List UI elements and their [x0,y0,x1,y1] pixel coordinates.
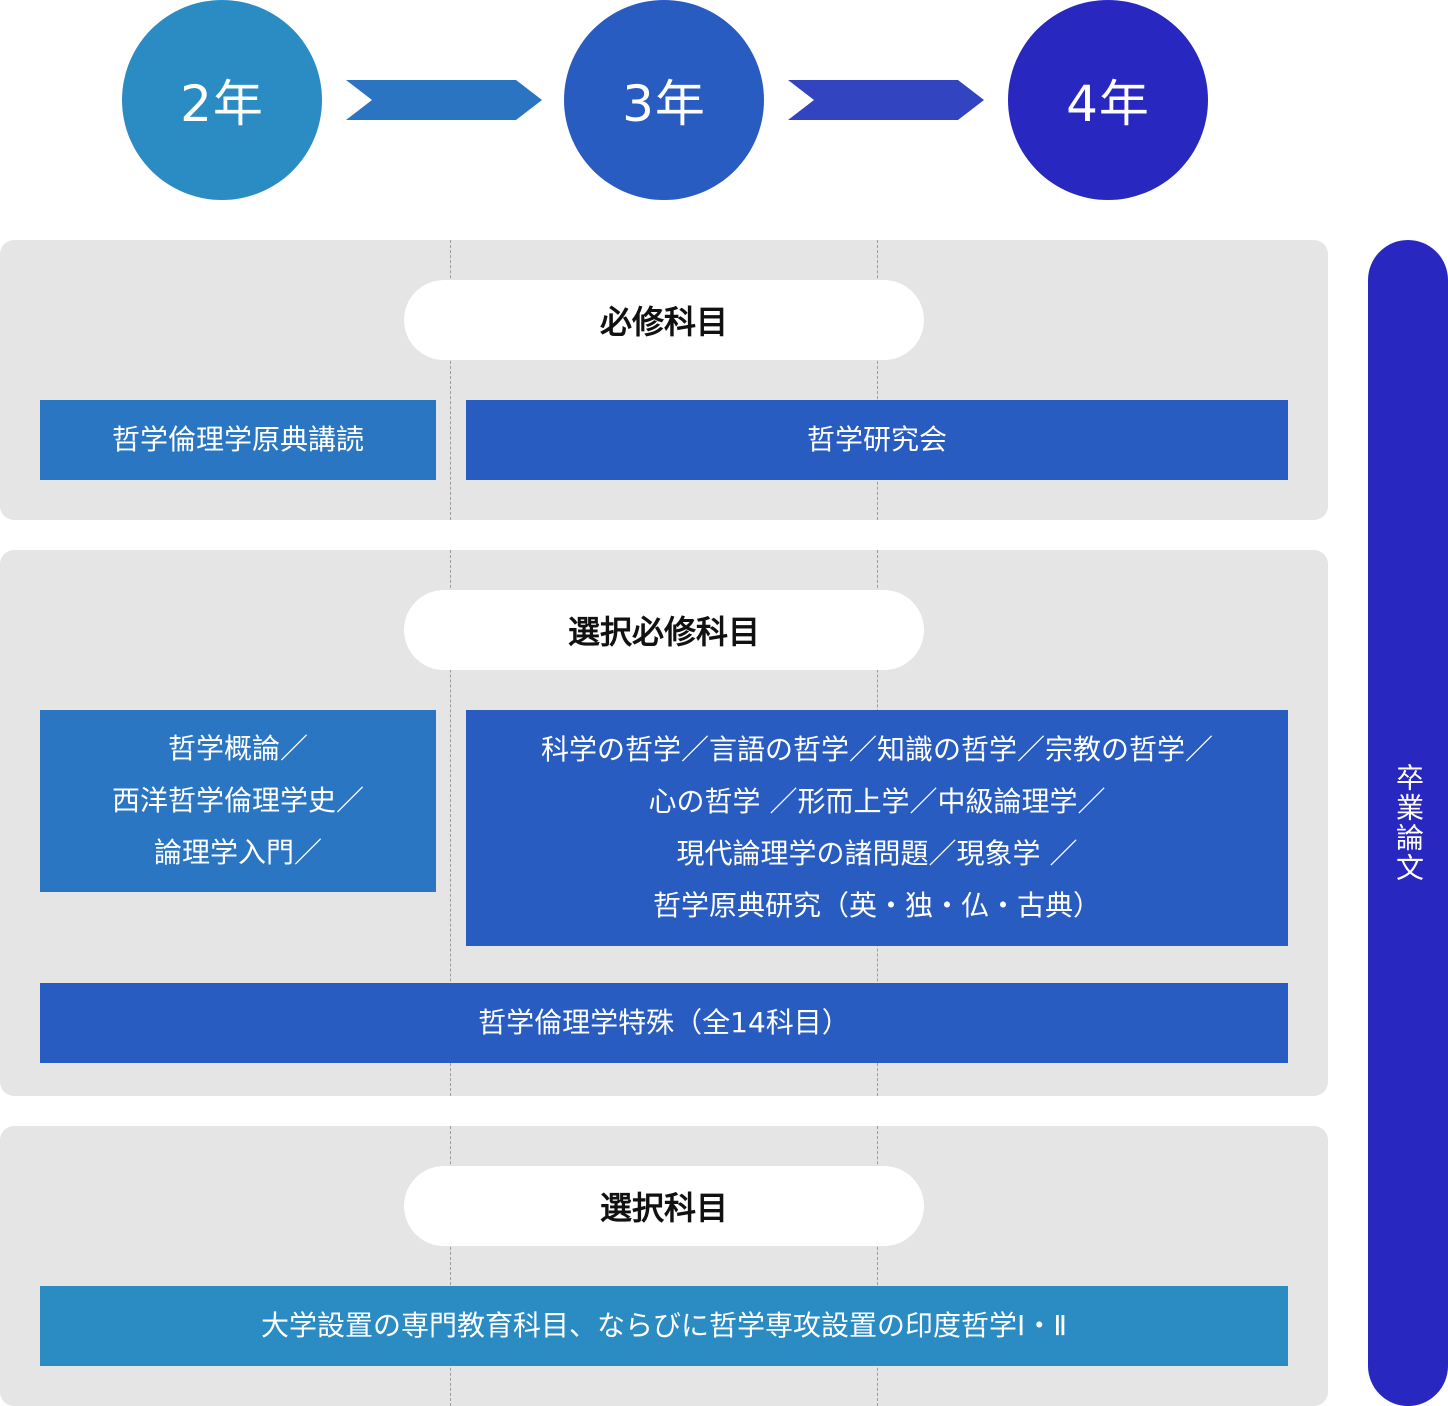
chevron-arrow-icon [788,80,984,120]
year-label-3: 3年 [622,75,706,133]
column-divider [450,1126,451,1406]
course-line: 哲学原典研究（英・独・仏・古典） [652,889,1101,922]
section-elective: 選択科目 大学設置の専門教育科目、ならびに哲学専攻設置の印度哲学Ⅰ・Ⅱ [0,1126,1328,1406]
course-line: 心の哲学 ／形而上学／中級論理学／ [648,785,1106,818]
course-box-seminar: 哲学研究会 [466,400,1288,480]
year-circle-2: 2年 [122,0,322,200]
course-box-elective: 大学設置の専門教育科目、ならびに哲学専攻設置の印度哲学Ⅰ・Ⅱ [40,1286,1288,1366]
section-title-elective-required: 選択必修科目 [404,590,924,670]
course-label: 哲学倫理学原典講読 [111,423,364,456]
year-circle-3: 3年 [564,0,764,200]
column-divider [877,1126,878,1406]
course-line: 科学の哲学／言語の哲学／知識の哲学／宗教の哲学／ [540,733,1213,766]
course-line: 現代論理学の諸問題／現象学 ／ [676,837,1078,870]
course-line: 論理学入門／ [153,836,322,869]
course-box-reading: 哲学倫理学原典講読 [40,400,436,480]
year-label-4: 4年 [1066,75,1150,133]
course-line: 哲学概論／ [167,732,308,765]
year-label-2: 2年 [180,75,264,133]
course-box-intro: 哲学概論／ 西洋哲学倫理学史／ 論理学入門／ [40,710,436,892]
course-label: 哲学研究会 [806,423,947,456]
course-box-special: 哲学倫理学特殊（全14科目） [40,983,1288,1063]
section-elective-required: 選択必修科目 哲学概論／ 西洋哲学倫理学史／ 論理学入門／ 科学の哲学／言語の哲… [0,550,1328,1096]
year-circle-4: 4年 [1008,0,1208,200]
section-title-required: 必修科目 [404,280,924,360]
thesis-label: 卒業論文 [1392,763,1425,883]
thesis-bar: 卒業論文 [1368,240,1448,1406]
column-divider [877,240,878,520]
course-line: 西洋哲学倫理学史／ [111,784,364,817]
course-label: 哲学倫理学特殊（全14科目） [478,1006,850,1039]
column-divider [450,550,451,1096]
section-title-elective: 選択科目 [404,1166,924,1246]
column-divider [450,240,451,520]
course-box-topics: 科学の哲学／言語の哲学／知識の哲学／宗教の哲学／ 心の哲学 ／形而上学／中級論理… [466,710,1288,946]
course-label: 大学設置の専門教育科目、ならびに哲学専攻設置の印度哲学Ⅰ・Ⅱ [260,1309,1068,1342]
section-required: 必修科目 哲学倫理学原典講読 哲学研究会 [0,240,1328,520]
chevron-arrow-icon [346,80,542,120]
